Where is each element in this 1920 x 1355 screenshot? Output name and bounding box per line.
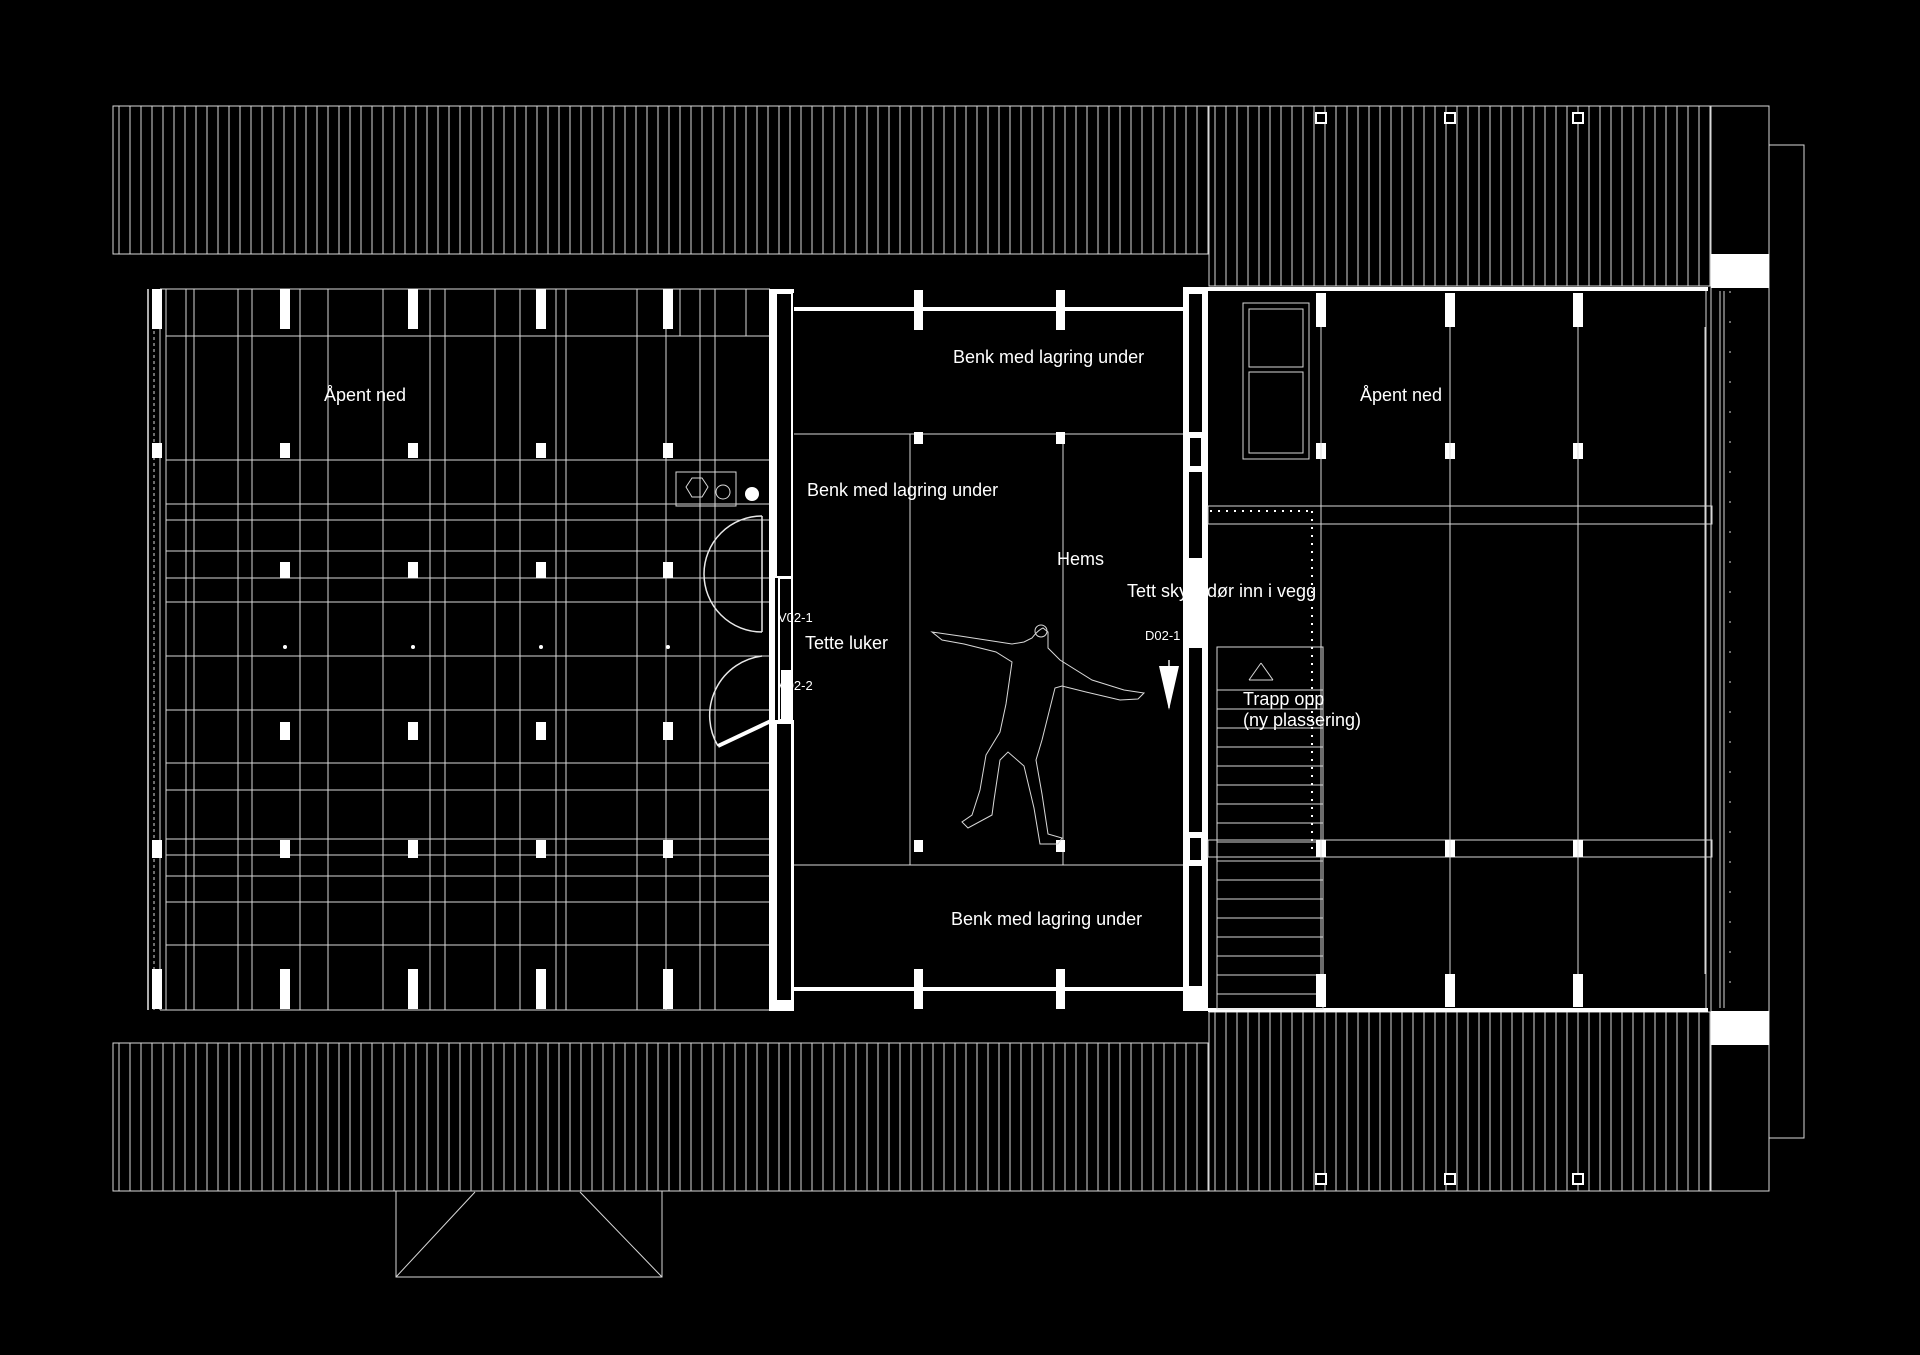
- tag-door-d02-1: D02-1: [1145, 628, 1180, 643]
- roof-top: [112, 105, 1712, 287]
- label-stair-line1: Trapp opp: [1243, 689, 1324, 709]
- label-bench-top: Benk med lagring under: [953, 347, 1144, 367]
- sliding-door-arrow: [1159, 660, 1179, 710]
- label-sliding-door: Tett skyvedør inn i vegg: [1127, 581, 1316, 601]
- hatch-v02-2[interactable]: [708, 655, 774, 748]
- tag-hatch-v02-2: V02-2: [778, 678, 813, 693]
- label-sealed-hatches: Tette luker: [805, 633, 888, 653]
- label-open-left: Åpent ned: [324, 385, 406, 405]
- tag-hatch-v02-1: V02-1: [778, 610, 813, 625]
- roof-bottom: [112, 1011, 1712, 1192]
- roof-edge-right: [1710, 105, 1805, 1192]
- person-figure: [930, 624, 1146, 845]
- label-bench-left: Benk med lagring under: [807, 480, 998, 500]
- label-open-right: Åpent ned: [1360, 385, 1442, 405]
- label-stair-line2: (ny plassering): [1243, 710, 1361, 730]
- label-bench-bottom: Benk med lagring under: [951, 909, 1142, 929]
- dormer-bottom: [395, 1190, 663, 1278]
- loft-room: [769, 287, 1208, 1011]
- hatch-v02-1[interactable]: [703, 515, 763, 633]
- left-open-area: [147, 288, 771, 1011]
- label-loft: Hems: [1057, 549, 1104, 569]
- right-open-area: [1207, 112, 1731, 1185]
